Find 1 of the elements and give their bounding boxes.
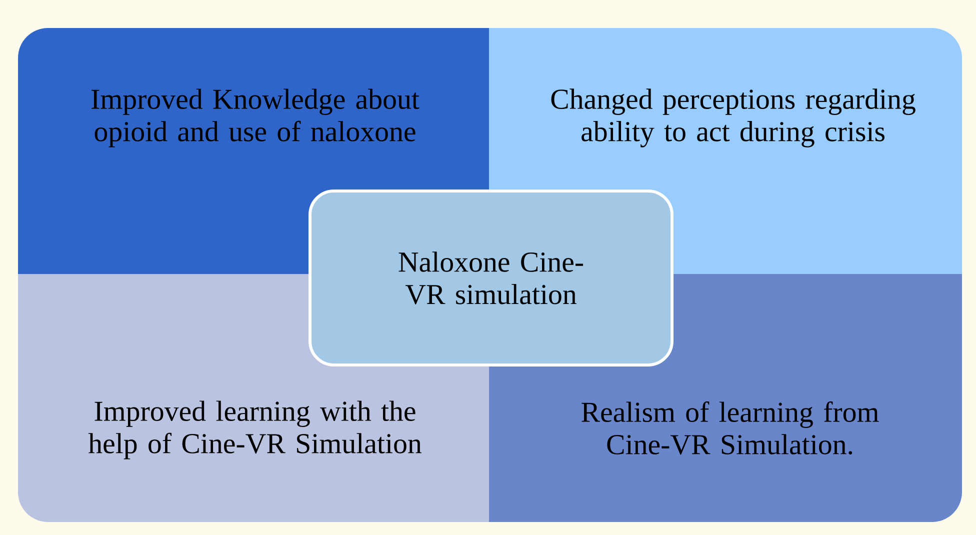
center-box: Naloxone Cine-VR simulation <box>308 190 674 366</box>
